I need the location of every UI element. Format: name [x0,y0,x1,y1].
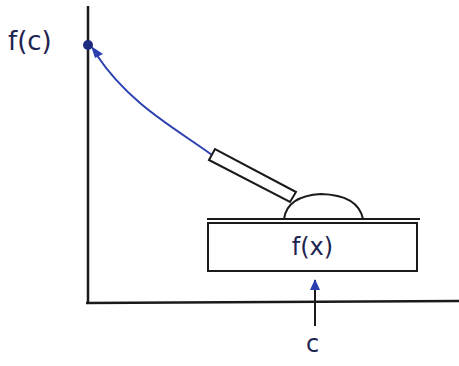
box-label: f(x) [292,233,333,261]
x-axis [86,301,459,303]
point-dot [83,40,93,50]
trajectory-arrowhead [91,46,103,58]
point-label: f(c) [8,26,52,56]
trajectory-curve [96,54,212,155]
function-box: f(x) [207,222,418,272]
cannon-barrel [209,149,296,202]
y-axis [87,6,90,304]
axis-value-label: c [306,330,319,358]
cannon-deck [207,218,420,220]
cannon-turret [284,194,363,219]
c-tick-arrowhead [310,279,320,290]
